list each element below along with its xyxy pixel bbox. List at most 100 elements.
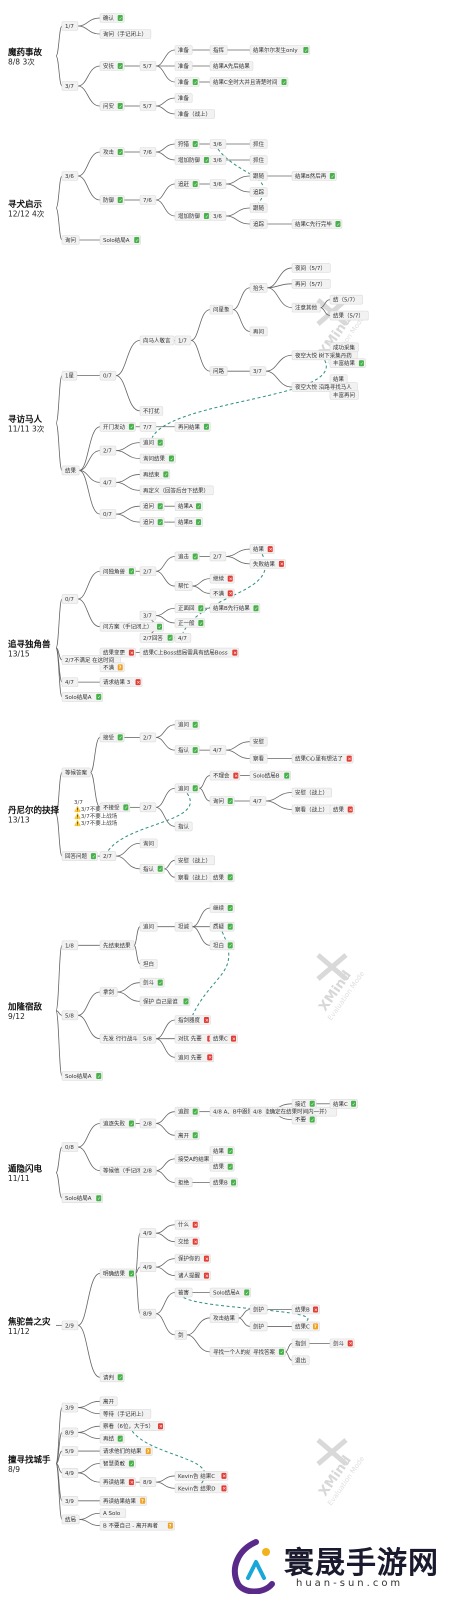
topic-node[interactable]: 坦诚 [174, 921, 193, 932]
topic-node[interactable]: 智慧勇敢✓ [99, 1458, 136, 1469]
topic-node[interactable]: 2/7 [139, 732, 157, 743]
topic-node[interactable]: 等待（手记闭上） [99, 1408, 152, 1419]
topic-node[interactable]: 指剑器度✕ [174, 1015, 211, 1025]
topic-node[interactable]: 8/9 [139, 1308, 157, 1319]
topic-node[interactable]: 7/7 [139, 421, 157, 432]
topic-node[interactable]: 抓住 [249, 155, 268, 165]
topic-node[interactable]: 结果C? [291, 1321, 320, 1332]
topic-node[interactable]: 离开✓ [174, 1130, 200, 1141]
topic-node[interactable]: 等候答案 [61, 767, 91, 778]
topic-node[interactable]: 剑斗✕ [329, 1338, 355, 1349]
topic-node[interactable]: 2/7回答✓ [139, 632, 175, 643]
topic-node[interactable]: 坦白 [139, 959, 158, 969]
topic-node[interactable]: Solo结局A✓ [61, 692, 104, 702]
topic-node[interactable]: 安抚✓ [99, 61, 125, 71]
topic-node[interactable]: 3/9 [61, 1496, 79, 1506]
topic-node[interactable]: 追踪 [249, 219, 268, 229]
topic-node[interactable]: 察看（战上） [174, 872, 215, 883]
topic-node[interactable]: 质疑✓ [209, 921, 235, 932]
topic-node[interactable]: 向马人敬言 [139, 335, 175, 346]
topic-node[interactable]: 再问（5/7） [291, 278, 331, 289]
topic-node[interactable]: 指剑 [291, 1338, 310, 1349]
topic-node[interactable]: 结果✓ [209, 872, 235, 883]
topic-node[interactable]: 拒绝 [174, 1177, 193, 1188]
topic-node[interactable]: 什么✕ [174, 1219, 200, 1230]
topic-node[interactable]: 再定义（回答后台下结果） [139, 485, 214, 496]
topic-node[interactable]: 2/7 [209, 551, 227, 562]
topic-node[interactable]: 追踪 [249, 187, 268, 197]
topic-node[interactable]: 增加防御✓ [174, 211, 211, 221]
topic-node[interactable]: 增加防御✓ [174, 155, 211, 165]
topic-node[interactable]: 问独角兽✓ [99, 566, 136, 577]
topic-node[interactable]: B 不要自己 - 离开再者? [99, 1520, 175, 1531]
topic-node[interactable]: 追问 [139, 921, 158, 932]
topic-node[interactable]: 结果C心里有想法了✕ [291, 753, 354, 764]
topic-node[interactable]: 5/7 [139, 61, 157, 71]
topic-node[interactable]: 被害 [174, 1287, 193, 1298]
topic-node[interactable]: 追问✓ [174, 783, 200, 794]
topic-node[interactable]: 3/9 [61, 1402, 79, 1413]
topic-node[interactable]: 3/6 [209, 179, 227, 189]
topic-node[interactable]: 准备✓ [174, 77, 200, 87]
topic-node[interactable]: 2/8 [139, 1118, 157, 1129]
topic-node[interactable]: 准备 [174, 45, 193, 55]
topic-node[interactable]: 不要✓ [291, 1114, 317, 1125]
topic-node[interactable]: 4/9 [139, 1228, 157, 1238]
topic-node[interactable]: 回答问题✓ [61, 851, 98, 861]
topic-node[interactable]: 0/7 [99, 370, 117, 381]
topic-node[interactable]: 结果B✕ [291, 1304, 320, 1315]
topic-node[interactable]: 结果A✓ [174, 501, 203, 512]
topic-node[interactable]: 保护你的✕ [174, 1253, 211, 1264]
topic-node[interactable]: 1/7 [174, 335, 192, 346]
topic-node[interactable]: 剑斗✓ [139, 977, 165, 988]
topic-node[interactable]: 接受✓ [99, 732, 125, 743]
topic-node[interactable]: 结果C✓ [329, 1099, 358, 1109]
topic-node[interactable]: Solo结局A✓ [209, 1287, 252, 1298]
topic-node[interactable]: 8/9 [139, 1477, 157, 1487]
topic-node[interactable]: 问路 [209, 366, 228, 376]
topic-node[interactable]: 不满✕ [209, 588, 235, 599]
topic-node[interactable]: 结果 [61, 465, 80, 476]
topic-node[interactable]: 接受A的结果 [174, 1154, 213, 1164]
topic-node[interactable]: 询问 [139, 838, 158, 849]
topic-node[interactable]: Solo结局B✓ [249, 770, 292, 781]
topic-node[interactable]: 丰富再问 [329, 390, 359, 400]
topic-node[interactable]: 指认✓ [174, 745, 200, 755]
topic-node[interactable]: 结（5/7） [329, 294, 364, 305]
topic-node[interactable]: 抬头 [249, 282, 268, 293]
topic-node[interactable]: 结果✓ [209, 1161, 235, 1172]
topic-node[interactable]: 5/8 [139, 1033, 157, 1044]
topic-node[interactable]: 坦白✓ [209, 940, 235, 951]
topic-node[interactable]: 剑护 [249, 1304, 268, 1315]
topic-node[interactable]: 5/7 [139, 101, 157, 111]
topic-node[interactable]: 察看 [249, 753, 268, 764]
topic-node[interactable]: 询问 [61, 235, 80, 245]
topic-node[interactable]: 4/7 [174, 632, 192, 643]
topic-node[interactable]: 察看（战上） [291, 804, 332, 815]
topic-node[interactable]: 退出 [291, 1355, 310, 1366]
topic-node[interactable]: 0/7 [61, 594, 79, 604]
topic-node[interactable]: 安慰（战上） [174, 855, 215, 866]
topic-node[interactable]: 问方案（手记闭上）✓ [99, 621, 164, 632]
topic-node[interactable]: 不接受✓ [99, 802, 131, 813]
topic-node[interactable]: A Solo [99, 1508, 127, 1519]
topic-node[interactable]: 1/7 [61, 21, 79, 31]
topic-node[interactable]: 结果C✕ [209, 1033, 238, 1044]
topic-node[interactable]: 4/8 A、B中跟随（不能确定在结果时间内一并） [209, 1106, 338, 1117]
topic-node[interactable]: 先结束结果 [99, 940, 135, 951]
topic-node[interactable]: 交给✕ [174, 1236, 200, 1247]
topic-node[interactable]: 3/7 [139, 610, 157, 621]
topic-node[interactable]: 3/6 [209, 155, 227, 165]
topic-node[interactable]: 指认 [174, 821, 193, 832]
topic-node[interactable]: 正面回✓ [174, 603, 206, 614]
topic-node[interactable]: 丰富结果✓ [329, 358, 366, 369]
topic-node[interactable]: 帮忙 [174, 581, 193, 591]
topic-node[interactable]: 防御✓ [99, 195, 125, 205]
topic-node[interactable]: 剑 [174, 1330, 187, 1340]
topic-node[interactable]: 追赶✓ [174, 179, 200, 189]
topic-node[interactable]: 对抗 先要✕ [174, 1033, 215, 1044]
topic-node[interactable]: 结果✓ [209, 1146, 235, 1156]
topic-node[interactable]: 3/6 [209, 211, 227, 221]
